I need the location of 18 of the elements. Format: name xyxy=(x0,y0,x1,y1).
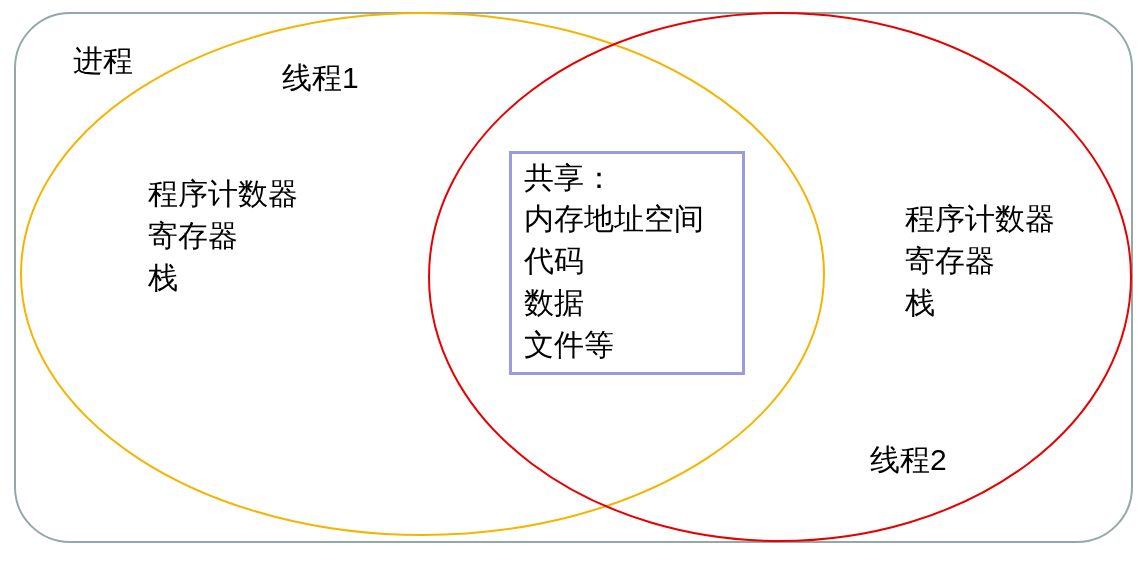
thread-label: 线程2 xyxy=(870,442,947,478)
thread-label: 线程1 xyxy=(282,60,359,96)
list-item: 程序计数器 xyxy=(148,176,298,212)
list-item: 寄存器 xyxy=(148,218,238,254)
list-item: 栈 xyxy=(148,260,178,296)
list-item: 代码 xyxy=(524,243,584,279)
list-item: 栈 xyxy=(905,285,935,321)
thread-ellipse xyxy=(428,12,1132,542)
list-item: 寄存器 xyxy=(905,243,995,279)
list-item: 文件等 xyxy=(524,327,614,363)
thread-ellipse xyxy=(20,12,825,536)
process-label: 进程 xyxy=(73,43,133,79)
list-item: 内存地址空间 xyxy=(524,201,704,237)
list-item: 数据 xyxy=(524,285,584,321)
list-item: 程序计数器 xyxy=(905,201,1055,237)
list-heading: 共享： xyxy=(524,160,614,196)
process-box xyxy=(14,12,1133,543)
shared-box xyxy=(509,151,745,375)
